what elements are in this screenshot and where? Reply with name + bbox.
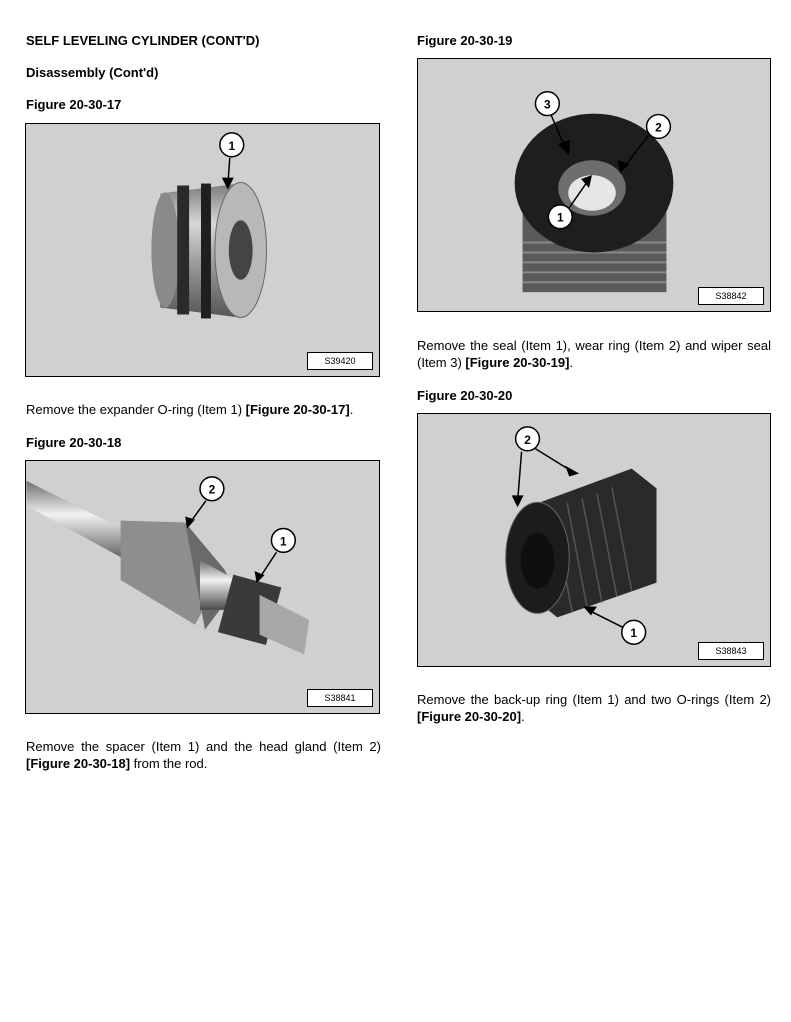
figure-20-30-17: 1 S39420 bbox=[25, 123, 380, 377]
callout-arrows-19: 3 2 1 bbox=[534, 90, 672, 230]
figure-title-19: Figure 20-30-19 bbox=[417, 33, 513, 48]
figure-20-30-20: 2 1 S38843 bbox=[417, 413, 771, 667]
figure-caption-17: Remove the expander O-ring (Item 1) [Fig… bbox=[26, 402, 354, 417]
callout-label: 2 bbox=[524, 433, 531, 447]
figure-20-30-19: 3 2 1 S38842 bbox=[417, 58, 771, 312]
callout-label: 1 bbox=[557, 211, 564, 225]
figure-code: S38841 bbox=[307, 689, 373, 707]
subsection-title: Disassembly (Cont'd) bbox=[26, 65, 159, 80]
callout-label: 1 bbox=[228, 139, 235, 153]
callout-arrows-18: 2 1 bbox=[185, 476, 297, 584]
callout-label: 3 bbox=[544, 98, 551, 112]
gland-photo bbox=[418, 59, 770, 311]
figure-caption-20: Remove the back-up ring (Item 1) and two… bbox=[417, 692, 771, 724]
figure-title-18: Figure 20-30-18 bbox=[26, 435, 122, 450]
figure-code: S39420 bbox=[307, 352, 373, 370]
callout-arrows-20: 2 1 bbox=[511, 426, 647, 645]
callout-label: 1 bbox=[280, 534, 287, 548]
callout-label: 2 bbox=[655, 120, 662, 134]
figure-20-30-18: 2 1 S38841 bbox=[25, 460, 380, 714]
figure-code: S38843 bbox=[698, 642, 764, 660]
section-title: SELF LEVELING CYLINDER (CONT'D) bbox=[26, 33, 260, 48]
figure-title-17: Figure 20-30-17 bbox=[26, 97, 122, 112]
callout-label: 2 bbox=[209, 483, 216, 497]
callout-label: 1 bbox=[630, 626, 637, 640]
callout-arrows-17: 1 bbox=[219, 132, 245, 190]
figure-title-20: Figure 20-30-20 bbox=[417, 388, 513, 403]
figure-caption-19: Remove the seal (Item 1), wear ring (Ite… bbox=[417, 338, 771, 370]
rod-photo bbox=[26, 461, 379, 713]
cylinder-photo bbox=[418, 414, 770, 666]
figure-caption-18: Remove the spacer (Item 1) and the head … bbox=[26, 739, 381, 771]
piston-photo bbox=[26, 124, 379, 376]
figure-code: S38842 bbox=[698, 287, 764, 305]
